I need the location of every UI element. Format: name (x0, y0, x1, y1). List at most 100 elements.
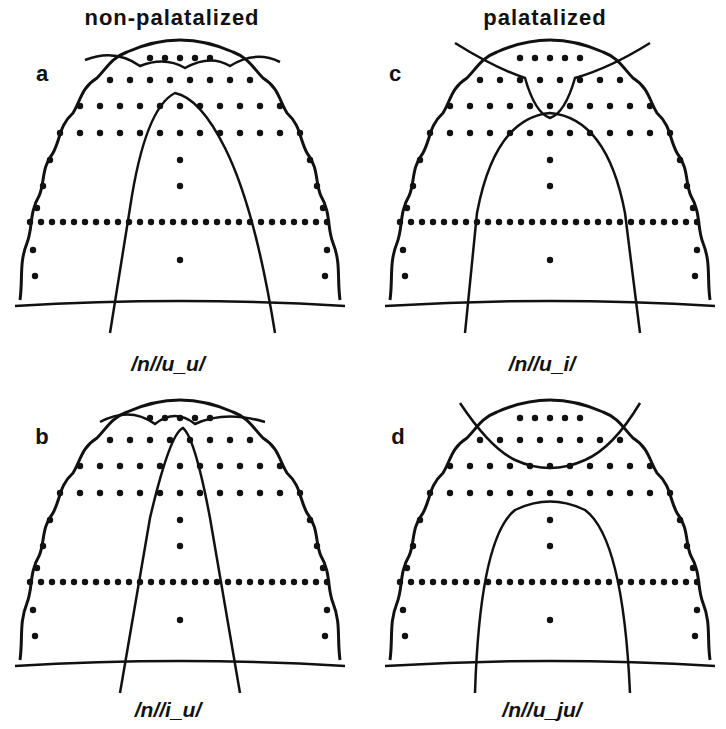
electrode-dot (547, 517, 553, 523)
electrode-dot (77, 130, 83, 136)
contact-line (110, 93, 275, 333)
electrode-dot (104, 219, 110, 225)
electrode-dot (147, 77, 153, 83)
electrode-dot (628, 219, 634, 225)
palate-outline (20, 40, 340, 300)
electrode-dot (551, 219, 557, 225)
electrode-dot (567, 130, 573, 136)
electrode-dot (137, 103, 143, 109)
electrode-dot (562, 219, 568, 225)
electrode-dot (107, 437, 113, 443)
contact-line (465, 113, 640, 333)
electrode-dot (117, 103, 123, 109)
electrode-dot (60, 219, 66, 225)
electrode-dot (159, 579, 165, 585)
electrode-dot (487, 490, 493, 496)
electrode-dot (97, 103, 103, 109)
electrode-dot (577, 55, 583, 61)
electrode-dot (30, 247, 36, 253)
electrode-dot (597, 437, 603, 443)
electrode-dot (547, 157, 553, 163)
electrode-dot (427, 490, 433, 496)
electrode-dot (507, 463, 513, 469)
electrode-dot (417, 517, 423, 523)
electrode-dot (117, 463, 123, 469)
electrode-dot (324, 219, 330, 225)
electrode-dot (177, 463, 183, 469)
electrode-dot (49, 219, 55, 225)
electrode-dot (639, 579, 645, 585)
electrode-dot (148, 219, 154, 225)
electrode-dot (487, 130, 493, 136)
electrode-dot (291, 219, 297, 225)
electrode-dot (447, 463, 453, 469)
electrode-dot (529, 579, 535, 585)
electrode-dot (137, 130, 143, 136)
palate-base (385, 661, 715, 666)
electrode-dot (247, 579, 253, 585)
electrode-dot (683, 219, 689, 225)
electrode-dot (269, 219, 275, 225)
panel-letter: d (391, 425, 404, 449)
electrode-dot (667, 130, 673, 136)
electrode-dot (567, 103, 573, 109)
electrode-dot (496, 579, 502, 585)
electrode-dot (507, 490, 513, 496)
electrode-dot (547, 55, 553, 61)
electrode-dot (410, 543, 416, 549)
electrode-dot (417, 157, 423, 163)
electrode-dot (324, 247, 330, 253)
electrode-dot (540, 219, 546, 225)
electrode-dot (159, 219, 165, 225)
electrode-dot (71, 219, 77, 225)
electrode-dot (397, 579, 403, 585)
electrode-dot (408, 219, 414, 225)
electrode-dot (617, 437, 623, 443)
electrode-dot (187, 77, 193, 83)
electrode-dot (137, 219, 143, 225)
electrode-dot (307, 517, 313, 523)
electrode-dot (126, 579, 132, 585)
electrode-dot (577, 437, 583, 443)
electrode-dot (258, 219, 264, 225)
electrode-dot (452, 579, 458, 585)
electrode-dot (177, 103, 183, 109)
electrode-dot (532, 415, 538, 421)
electrode-dot (677, 517, 683, 523)
electrode-dot (257, 103, 263, 109)
electrode-dot (562, 415, 568, 421)
electrode-dot (402, 633, 408, 639)
electrode-dot (34, 205, 40, 211)
electrode-dot (597, 77, 603, 83)
electrode-dot (322, 273, 328, 279)
electrode-dot (97, 463, 103, 469)
electrode-dot (97, 490, 103, 496)
electrode-dot (518, 219, 524, 225)
electrode-dot (487, 103, 493, 109)
electrode-dot (38, 579, 44, 585)
electrode-dot (485, 219, 491, 225)
electrode-dot (573, 579, 579, 585)
electrode-dot (314, 543, 320, 549)
electrode-dot (291, 579, 297, 585)
electrode-dot (247, 77, 253, 83)
electrode-dot (430, 579, 436, 585)
electrode-dot (527, 490, 533, 496)
electrode-dot (497, 77, 503, 83)
electrode-dot (507, 219, 513, 225)
electrode-dot (496, 219, 502, 225)
electrode-dot (115, 579, 121, 585)
electrode-dot (606, 219, 612, 225)
electrode-dot (547, 415, 553, 421)
electrode-dot (257, 463, 263, 469)
electrode-dot (562, 55, 568, 61)
electrode-dot (467, 490, 473, 496)
electrode-dot (441, 219, 447, 225)
electrode-dot (617, 77, 623, 83)
panel-letter: a (36, 62, 48, 86)
electrode-dot (27, 579, 33, 585)
palate-outline (390, 400, 710, 660)
electrode-dot (647, 103, 653, 109)
electrode-dot (38, 219, 44, 225)
column-heading: non-palatalized (84, 6, 259, 30)
